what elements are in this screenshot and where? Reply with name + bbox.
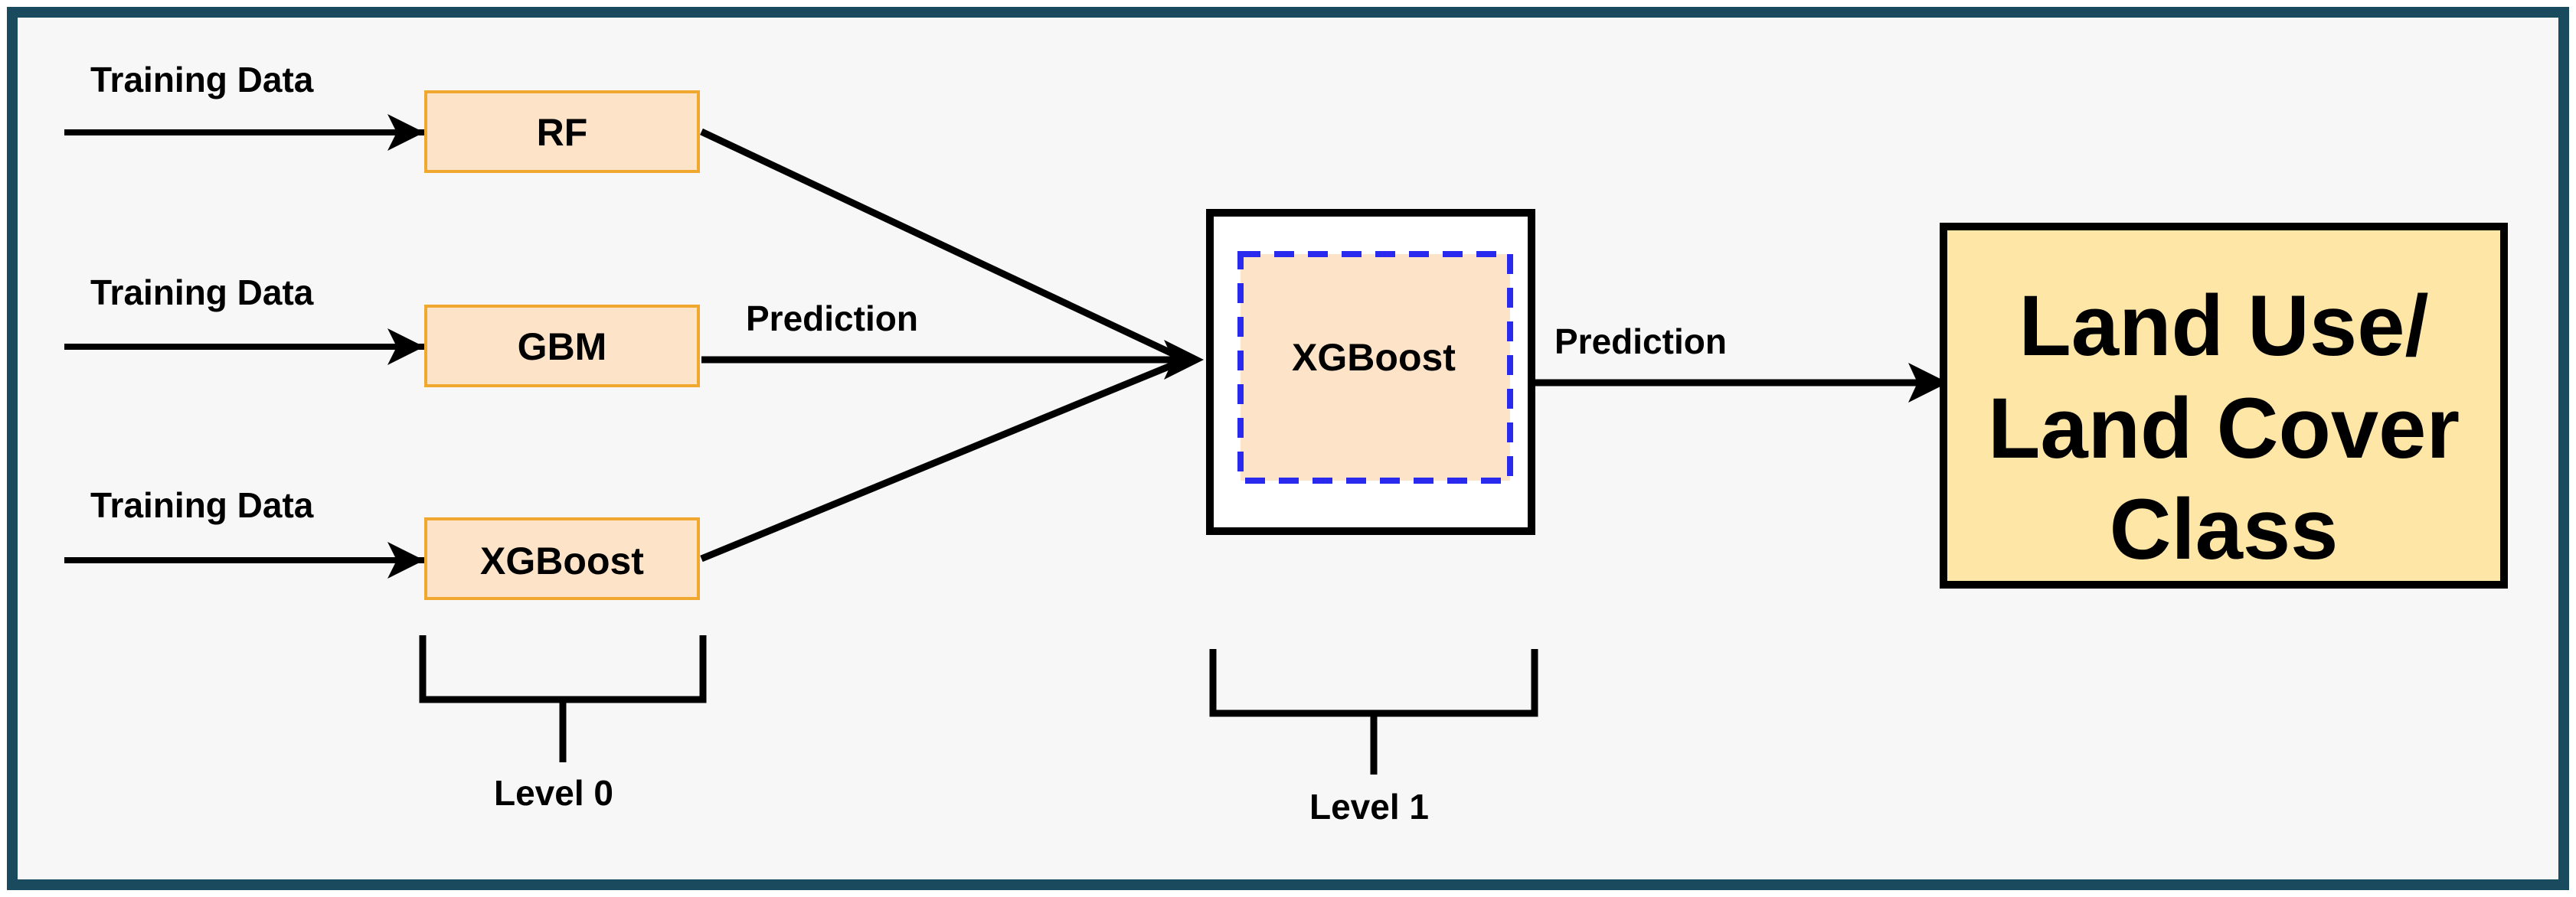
output-class-line-3: Class: [2110, 481, 2339, 577]
prediction-label-level0: Prediction: [746, 298, 918, 338]
model-box-gbm: [424, 305, 700, 387]
input-arrow-2-head: [387, 328, 424, 365]
meta-model-label: XGBoost: [1292, 336, 1456, 379]
training-data-label-1: Training Data: [90, 60, 314, 99]
edge-output-arrowhead: [1908, 363, 1948, 403]
edge-rf-to-meta: [700, 128, 1187, 364]
input-arrow-3-head: [387, 542, 424, 579]
level-0-label: Level 0: [494, 773, 613, 813]
level-1-bracket: [1209, 649, 1538, 775]
output-class-box: [1940, 223, 2508, 589]
model-box-rf: [424, 90, 700, 173]
model-label-rf: RF: [537, 111, 588, 154]
training-data-label-3: Training Data: [90, 485, 314, 525]
level-1-label: Level 1: [1309, 787, 1429, 827]
prediction-label-level1: Prediction: [1554, 321, 1727, 361]
output-class-line-2: Land Cover: [1988, 380, 2460, 476]
model-box-xgboost: [424, 517, 700, 600]
edge-meta-arrowhead: [1164, 340, 1204, 380]
edge-xgboost-to-meta: [700, 356, 1187, 563]
input-arrow-1-head: [387, 114, 424, 151]
model-label-gbm: GBM: [518, 325, 607, 368]
level-0-bracket: [419, 635, 707, 762]
meta-model-inner-box: [1237, 251, 1513, 484]
model-label-xgboost: XGBoost: [480, 540, 644, 582]
training-data-label-2: Training Data: [90, 272, 314, 312]
output-class-line-1: Land Use/: [2019, 278, 2428, 373]
